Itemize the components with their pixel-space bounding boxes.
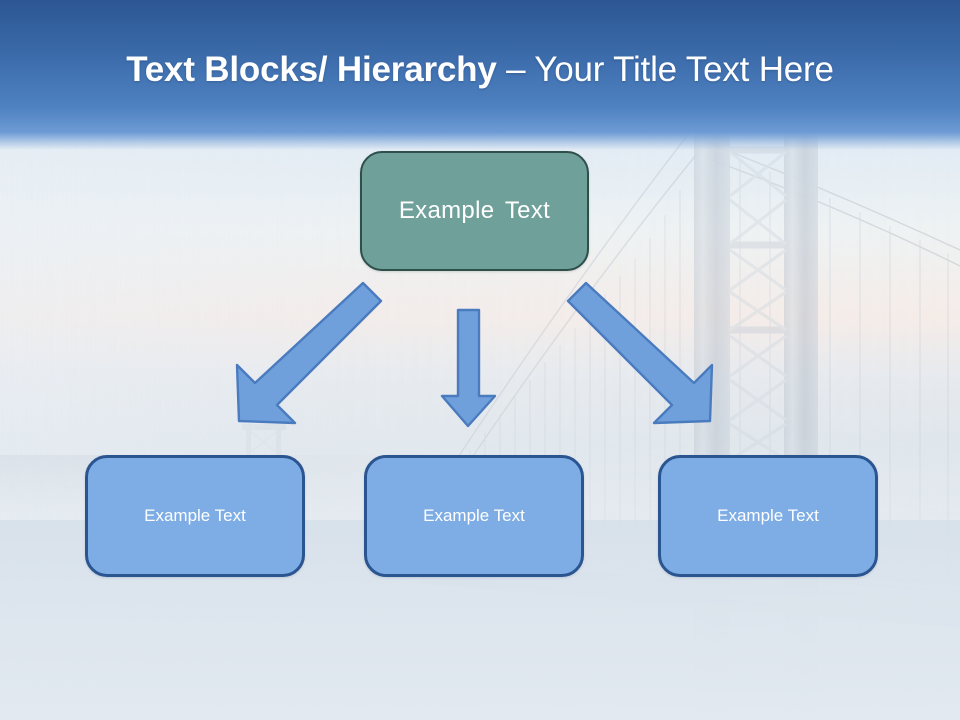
child-node-box-2[interactable]: Example Text: [364, 455, 584, 577]
page-title: Text Blocks/ Hierarchy – Your Title Text…: [0, 48, 960, 92]
top-node-box[interactable]: Example Text: [360, 151, 589, 271]
child-node-label-1: Example Text: [144, 506, 246, 525]
child-node-label-3: Example Text: [717, 506, 819, 525]
page-title-strong: Text Blocks/ Hierarchy: [126, 50, 507, 89]
child-node-box-1[interactable]: Example Text: [85, 455, 305, 577]
child-node-box-3[interactable]: Example Text: [658, 455, 878, 577]
page-title-light: – Your Title Text Here: [506, 50, 834, 89]
top-node-label: Example Text: [398, 197, 551, 224]
child-node-label-2: Example Text: [423, 506, 525, 525]
